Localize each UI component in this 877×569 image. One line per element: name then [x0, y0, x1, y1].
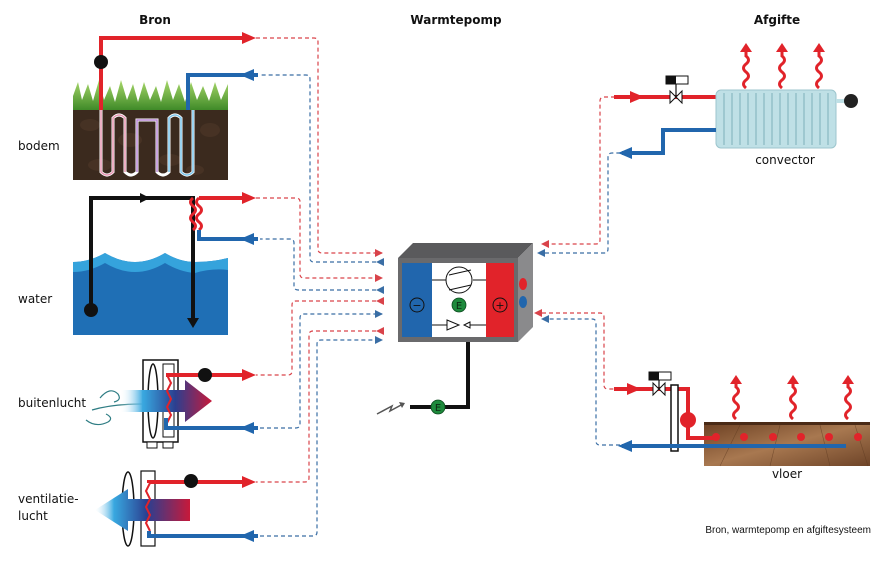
arrow-right-icon [242, 476, 256, 488]
arrow-right-icon [242, 192, 256, 204]
heat-pump: − + E E [376, 243, 533, 415]
arrow-up-icon [730, 375, 742, 384]
pump-icon [680, 412, 696, 428]
arrow-right-icon [627, 383, 641, 395]
source-connections [256, 37, 384, 537]
bodem-return-pipe [186, 73, 258, 110]
buitenlucht-return-pipe [164, 418, 258, 430]
source-ventilatielucht: ventilatie- lucht [18, 470, 258, 547]
ventilatie-return-pipe [147, 531, 258, 538]
evaporator-cold-side [402, 263, 432, 337]
label-ventilatie-line2: lucht [18, 509, 48, 523]
arrow-up-icon [842, 375, 854, 384]
pump-icon [184, 474, 198, 488]
svg-text:E: E [456, 301, 462, 312]
heat-waves [742, 48, 823, 90]
heat-exchanger-icon [189, 196, 197, 232]
label-bodem: bodem [18, 139, 60, 153]
water-wave [73, 253, 228, 273]
energy-icon [451, 297, 467, 313]
label-water: water [18, 292, 52, 306]
label-buitenlucht: buitenlucht [18, 396, 86, 410]
airflow-arrow [95, 489, 190, 531]
bodem-supply-pipe [99, 36, 242, 110]
arrow-left-icon [240, 233, 254, 245]
condenser-hot-side [486, 263, 514, 337]
arrow-left-icon [618, 440, 632, 452]
cold-port [519, 296, 527, 308]
source-bodem: bodem [18, 32, 258, 180]
hot-port [519, 278, 527, 290]
plus-icon: + [495, 299, 504, 312]
pump-icon [198, 368, 212, 382]
source-buitenlucht: buitenlucht [18, 359, 258, 449]
arrow-left-icon [240, 69, 254, 81]
grass [73, 80, 228, 110]
vloer-supply-pipe [614, 387, 716, 440]
radiator-fins [723, 93, 829, 145]
water-body [73, 253, 228, 335]
emitter-vloer: vloer [614, 371, 870, 481]
arrow-left-icon [618, 147, 632, 159]
pump-icon [94, 55, 108, 69]
label-vloer: vloer [772, 467, 802, 481]
expansion-valve-icon [446, 319, 461, 331]
arrow-up-icon [740, 43, 752, 52]
vent-plug-icon [844, 94, 858, 108]
arrow-right-icon [630, 91, 644, 103]
convector-return-pipe [622, 128, 716, 155]
arrow-right-icon [242, 32, 256, 44]
valve-icon [648, 371, 672, 397]
arrow-left-icon [240, 530, 254, 542]
arrow-up-icon [787, 375, 799, 384]
header-warmtepomp: Warmtepomp [410, 13, 502, 27]
power-cable [410, 342, 470, 409]
valve-icon [665, 75, 689, 105]
arrow-up-icon [813, 43, 825, 52]
pump-icon [84, 303, 98, 317]
caption: Bron, warmtepomp en afgiftesysteem [705, 525, 871, 536]
minus-icon: − [412, 299, 421, 312]
floor-heating-loops [712, 433, 862, 441]
label-ventilatie-line1: ventilatie- [18, 492, 79, 506]
source-water: water [18, 192, 258, 335]
power-energy-icon [430, 399, 446, 415]
arrow-left-icon [240, 422, 254, 434]
heat-pump-top [398, 243, 533, 258]
emitter-convector: convector [614, 43, 858, 167]
airflow-arrow [120, 380, 212, 422]
arrow-down-icon [187, 318, 199, 328]
lightning-icon [376, 403, 404, 415]
header-afgifte: Afgifte [754, 13, 800, 27]
label-convector: convector [755, 153, 815, 167]
ventilatie-supply-pipe [147, 480, 242, 484]
manifold [670, 384, 679, 452]
heat-pump-side [518, 243, 533, 342]
arrow-right-icon [140, 193, 150, 203]
water-return-pipe [197, 230, 258, 241]
svg-text:E: E [435, 403, 441, 414]
arrow-up-icon [776, 43, 788, 52]
emitter-connections [534, 96, 620, 446]
radiator-body [715, 89, 837, 149]
header-bron: Bron [139, 13, 171, 27]
arrow-right-icon [242, 369, 256, 381]
heat-waves [732, 379, 852, 421]
